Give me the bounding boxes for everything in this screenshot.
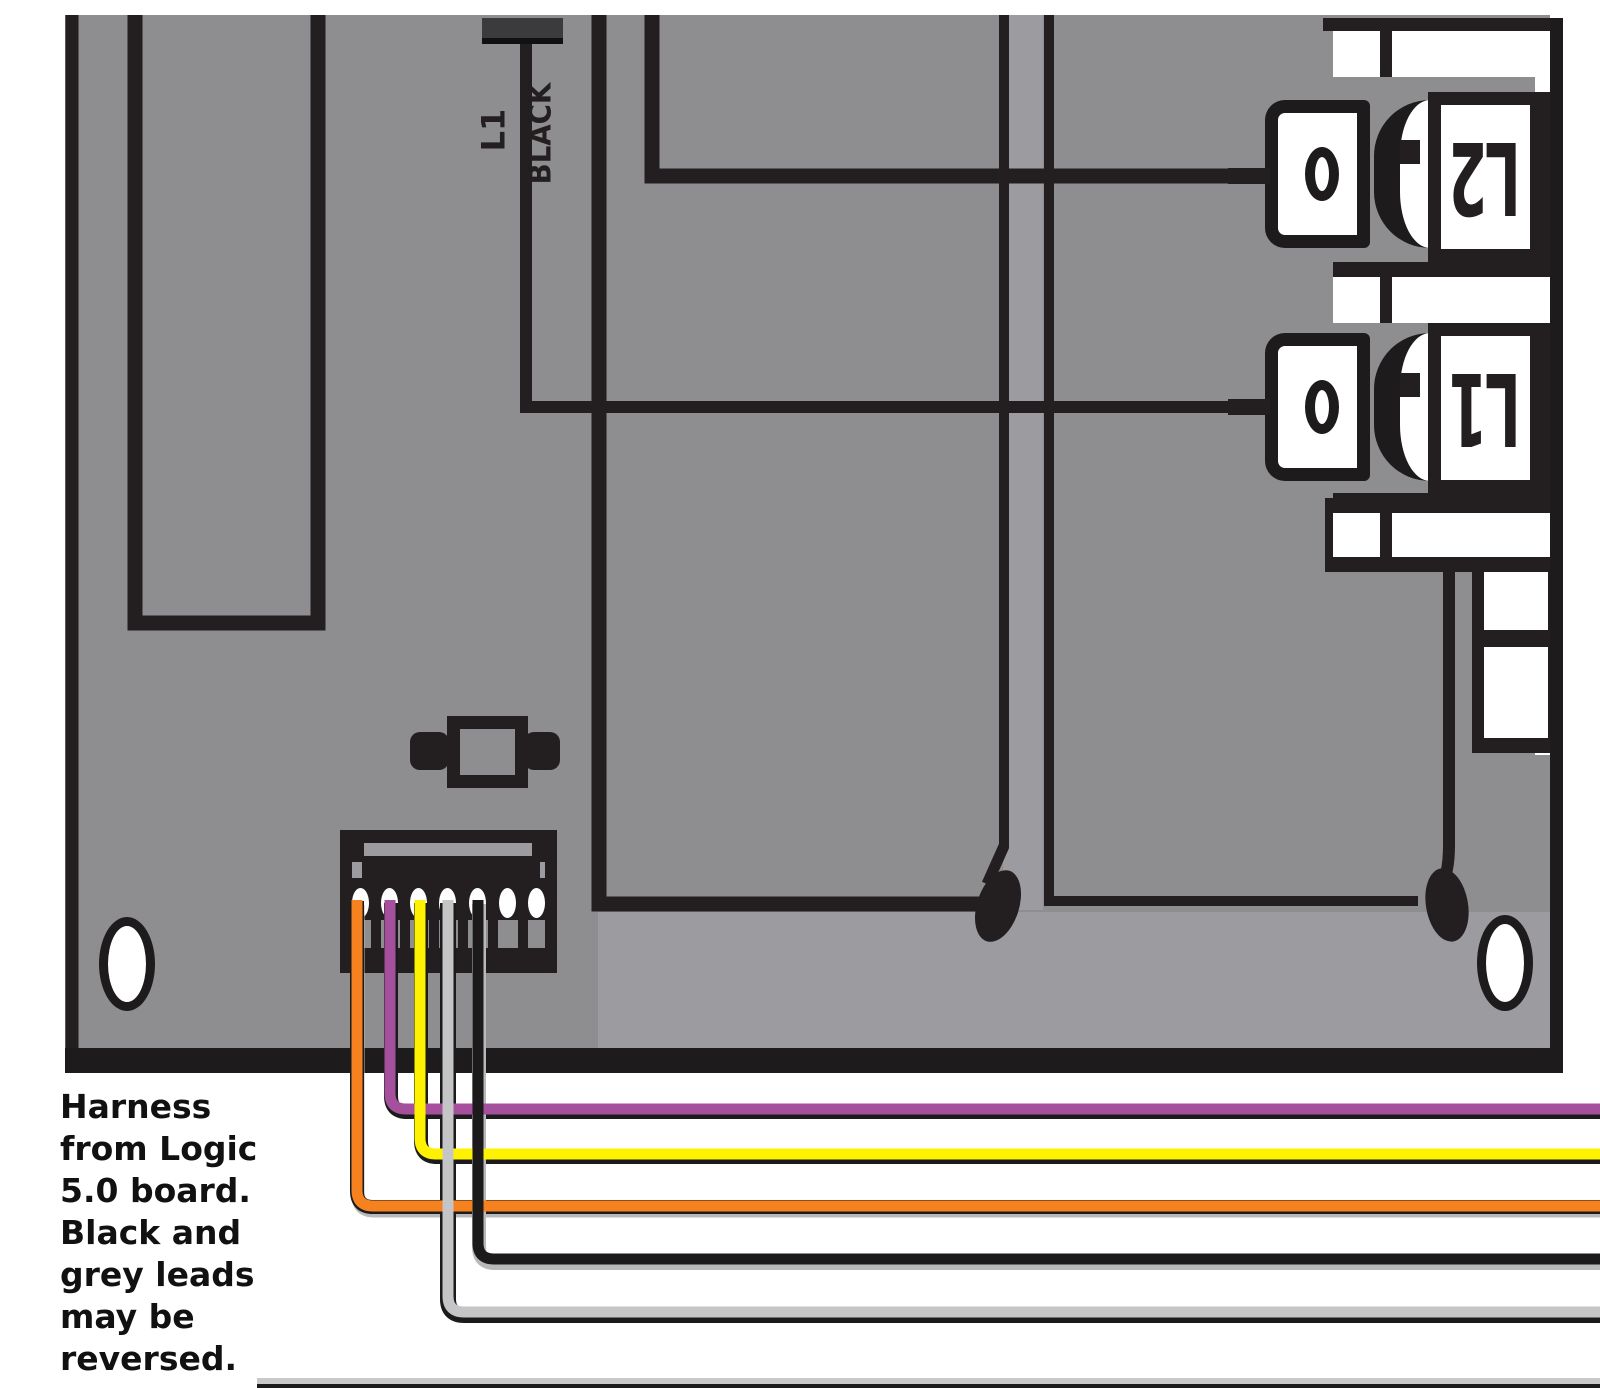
connector-tooth [429, 918, 439, 950]
l1-spade-terminal [1265, 333, 1370, 481]
trace-l1-black [520, 40, 1252, 413]
l1-clip-bridge [1400, 373, 1420, 397]
harness-connector-rail-left [340, 830, 352, 973]
l2-clip-crescent [1374, 100, 1430, 248]
grey-wire [442, 900, 1600, 1318]
l2-housing-bottom-bar [1333, 262, 1550, 277]
board-light-band [598, 912, 1550, 1048]
orange-wire [351, 900, 1600, 1212]
l2-clip-bridge [1400, 140, 1420, 164]
connector-tooth [488, 918, 498, 950]
edge-connector-cell-bottom [1484, 647, 1548, 738]
terminal-flange-cell-left [1333, 513, 1380, 557]
annotation-line: Black and [60, 1213, 242, 1252]
board-bottom-edge [65, 1048, 1563, 1073]
edge-connector-cell-top [1484, 572, 1548, 630]
trace-right-vertical [1044, 15, 1418, 906]
mounting-hole-left [99, 917, 155, 1011]
annotation-line: reversed. [60, 1339, 238, 1378]
connector-tooth [371, 918, 381, 950]
connector-tooth [518, 918, 528, 950]
component-l1-block [482, 18, 563, 44]
board-right-edge [1550, 18, 1563, 1058]
board-light-channel [1003, 15, 1043, 910]
harness-connector-rail-right [545, 830, 557, 973]
annotation-line: grey leads [60, 1255, 255, 1294]
l2-housing-divider-top [1380, 31, 1392, 77]
l2-spade-terminal [1265, 100, 1370, 248]
mounting-hole-right [1477, 915, 1533, 1011]
black-wire [472, 900, 1600, 1265]
solder-dot-left-lead [981, 843, 1010, 887]
l2-housing-gap-bottom [1333, 277, 1550, 323]
annotation-line: from Logic [60, 1129, 258, 1168]
fuse-component-right-tab [524, 732, 560, 770]
annotation-line: 5.0 board. [60, 1171, 251, 1210]
annotation-line: may be [60, 1297, 195, 1336]
fuse-component-left-tab [410, 732, 449, 770]
trace-rect-left [591, 15, 990, 912]
fuse-component-body [447, 716, 528, 788]
bottom-cropped-wire-grey [257, 1378, 1600, 1384]
l2-housing-gap-top [1333, 31, 1550, 77]
l1-spade-hole [1305, 380, 1339, 434]
connector-pin-7 [528, 888, 545, 918]
l2-housing-divider-bottom [1380, 277, 1392, 323]
l2-spade-hole [1305, 147, 1339, 201]
harness-connector-notch-left [350, 862, 362, 878]
terminal-flange-cell-right [1392, 513, 1550, 557]
yellow-wire [414, 900, 1600, 1160]
bottom-cropped-wire-black [257, 1384, 1600, 1388]
trace-loop-topleft [127, 15, 326, 631]
solder-dot-left [974, 870, 1022, 942]
l2-spade-lead [1228, 168, 1270, 184]
l2-label: L2 [1441, 105, 1530, 249]
l2-housing-top-bar [1323, 18, 1557, 31]
harness-connector-slot [364, 843, 532, 856]
connector-tooth [400, 918, 410, 950]
annotation-line: Harness [60, 1087, 212, 1126]
l1-label: L1 [1441, 336, 1530, 480]
connector-pin-6 [499, 888, 516, 918]
connector-tooth [458, 918, 468, 950]
l1-spade-lead [1228, 399, 1270, 415]
solder-dot-right [1425, 868, 1469, 942]
purple-wire [384, 900, 1600, 1115]
harness-annotation: Harness from Logic 5.0 board. Black and … [60, 1086, 320, 1380]
